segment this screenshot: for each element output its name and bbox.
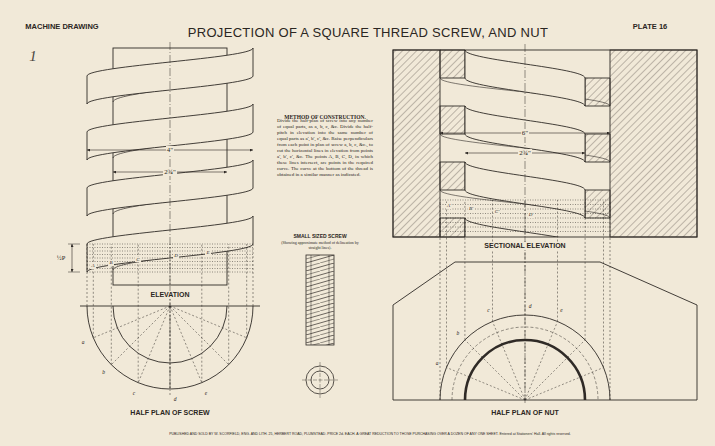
- dimension: 6": [521, 129, 529, 137]
- figure-label: SMALL SIZED SCREW: [293, 234, 346, 240]
- view-label: SECTIONAL ELEVATION: [483, 242, 566, 250]
- point-letter: c: [487, 307, 489, 313]
- nut-ridge: [585, 78, 610, 218]
- root-line: [329, 255, 330, 345]
- point-letter: b: [456, 330, 459, 336]
- figure-note: (Showing approximate method of delineati…: [280, 241, 360, 250]
- small-screw-body: [306, 255, 334, 345]
- dimension: ½P: [57, 254, 66, 261]
- plate-title: PROJECTION OF A SQUARE THREAD SCREW, AND…: [188, 26, 548, 41]
- dimension: 2¾": [518, 149, 532, 157]
- point-letter: e: [560, 307, 562, 313]
- point-letter: a: [82, 339, 85, 345]
- point-letter: D: [173, 253, 179, 259]
- point-letter: d: [174, 396, 177, 402]
- dimension: 4": [166, 146, 174, 154]
- nut-plan-outline: [393, 262, 697, 400]
- point-letter: B': [468, 206, 474, 212]
- point-letter: a: [436, 360, 439, 366]
- dimension-line: [72, 244, 73, 272]
- point-letter: E: [205, 250, 210, 256]
- point-letter: A': [446, 203, 452, 209]
- point-letter: C': [494, 209, 500, 215]
- view-label: ELEVATION: [149, 291, 190, 299]
- division-lines: [93, 306, 246, 389]
- point-letter: c: [133, 390, 135, 396]
- screw-half-plan: [80, 306, 260, 389]
- nut-half-plan: [393, 262, 697, 400]
- hatched-wall: [393, 50, 440, 237]
- view-label: HALF PLAN OF NUT: [491, 409, 559, 417]
- view-label: HALF PLAN OF SCREW: [130, 409, 209, 417]
- publisher-footer: PUBLISHED AND SOLD BY W. SCORFIELD, ENG.…: [169, 432, 571, 436]
- extension-line: [68, 244, 80, 272]
- division-lines: [447, 315, 604, 400]
- plate-number: PLATE 16: [633, 23, 667, 32]
- dimension: 2¾": [163, 168, 177, 176]
- outer-circle: [440, 315, 610, 400]
- note-text: Divide the half-plan of screw into any n…: [277, 118, 373, 178]
- nut-section: [393, 22, 697, 405]
- point-letter: C: [135, 257, 140, 263]
- pencil-mark: 1: [29, 48, 37, 65]
- point-letter: d: [529, 303, 532, 309]
- point-letter: b: [102, 369, 105, 375]
- hatched-wall: [610, 50, 697, 237]
- screw-elevation: [68, 42, 253, 395]
- small-screw: [302, 255, 338, 398]
- outer-circle: [87, 306, 253, 389]
- point-letter: B: [108, 260, 113, 266]
- root-line: [311, 255, 312, 345]
- point-letter: e: [205, 390, 207, 396]
- point-letter: A: [90, 263, 95, 269]
- point-letter: D': [528, 212, 535, 218]
- nut-outline: [393, 50, 697, 237]
- series-heading: MACHINE DRAWING: [25, 23, 98, 32]
- center-line: [302, 362, 338, 398]
